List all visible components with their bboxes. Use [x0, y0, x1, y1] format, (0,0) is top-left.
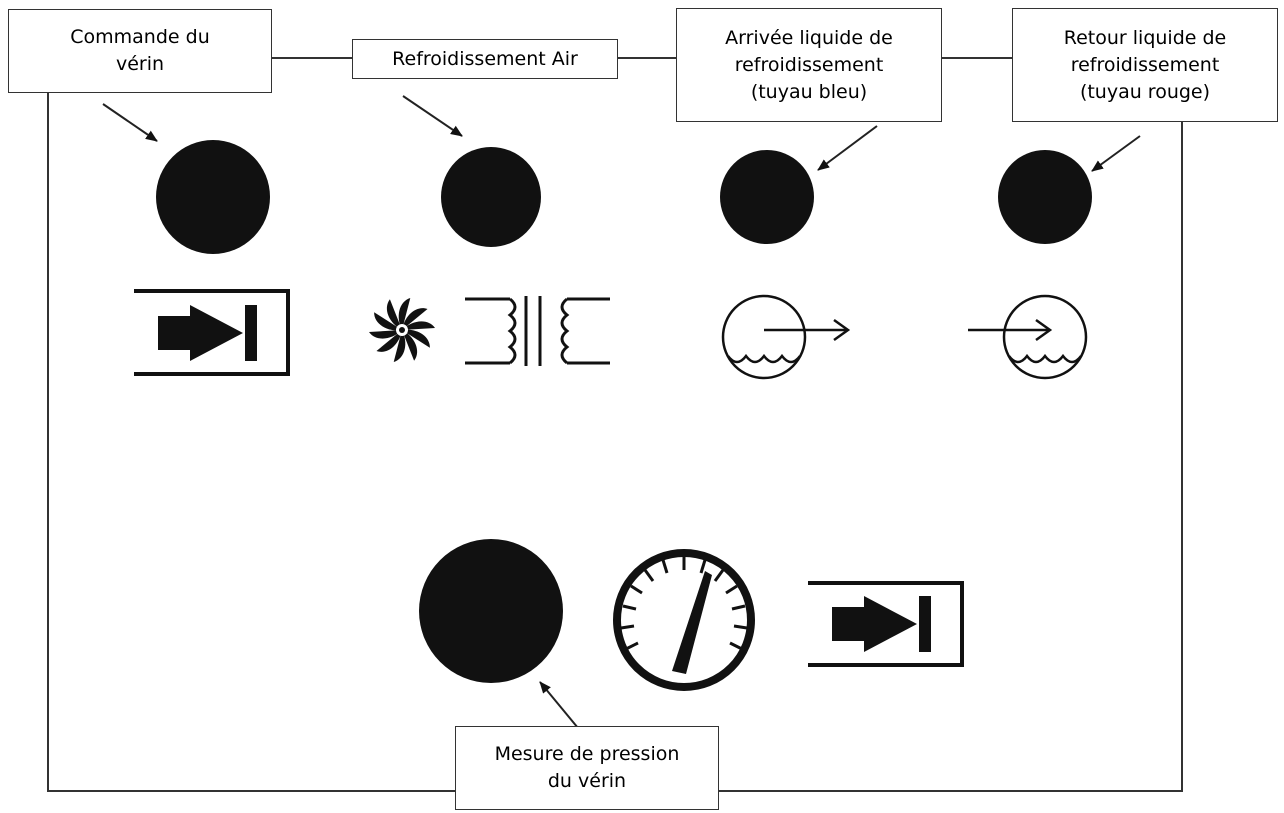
label-commande-verin: Commande du vérin	[8, 9, 272, 93]
coolant-outlet-icon	[968, 294, 1088, 380]
arrow-arrivee	[817, 125, 878, 171]
arrow-retour	[1091, 135, 1141, 172]
port-retour-liquide	[998, 150, 1092, 244]
label-refroidissement-air: Refroidissement Air	[352, 39, 618, 79]
ports	[156, 140, 1092, 683]
panel-outline	[47, 57, 1183, 792]
cylinder-command-icon	[134, 289, 290, 376]
port-commande-verin	[156, 140, 270, 254]
arrow-mesure	[539, 681, 579, 729]
transformer-icon	[465, 296, 610, 366]
label-mesure-pression: Mesure de pression du vérin	[455, 726, 719, 810]
label-retour-liquide: Retour liquide de refroidissement (tuyau…	[1012, 8, 1278, 122]
arrow-commande	[102, 103, 158, 142]
pointer-arrows	[102, 95, 1141, 729]
port-mesure-pression	[419, 539, 563, 683]
coolant-inlet-icon	[721, 294, 851, 380]
port-arrivee-liquide	[720, 150, 814, 244]
fan-cooling-icon	[369, 297, 435, 363]
label-arrivee-liquide: Arrivée liquide de refroidissement (tuya…	[676, 8, 942, 122]
port-refroidissement-air	[441, 147, 541, 247]
pressure-gauge-icon	[613, 549, 755, 691]
arrow-air	[402, 95, 463, 137]
cylinder-pressure-icon	[808, 581, 964, 667]
